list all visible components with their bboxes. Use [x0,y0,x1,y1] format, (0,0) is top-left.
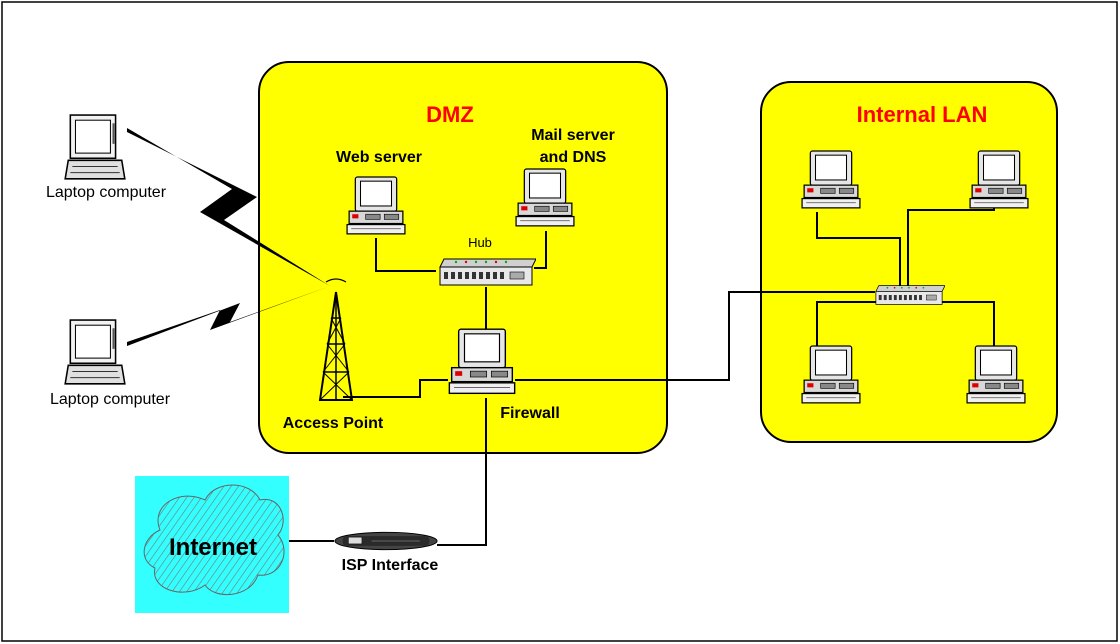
web-server-label: Web server [336,149,422,166]
internet-label: Internet [169,534,257,561]
laptop-icon [64,114,126,180]
laptop-bottom-label: Laptop computer [50,391,171,408]
link-access-point-firewall [343,379,448,398]
dmz-zone [258,61,668,454]
link-web-server-hub [375,238,436,272]
isp-interface-label: ISP Interface [342,557,439,574]
wireless-lightning-icon [127,286,330,346]
internal-lan-title: Internal LAN [857,102,988,127]
mail-server-label-line2: and DNS [540,149,607,166]
desktop-computer-icon [801,150,861,209]
dmz-title: DMZ [426,102,474,127]
laptop-icon [64,319,126,385]
firewall-label: Firewall [500,405,560,422]
cloud-icon [143,484,285,596]
desktop-computer-icon [448,328,516,395]
hub-icon [875,285,945,305]
link-firewall-isp [437,398,487,546]
link-lan-pc-top-left [816,212,901,287]
desktop-computer-icon [969,150,1029,209]
link-mail-server-hub [534,231,547,269]
desktop-computer-icon [346,176,406,235]
desktop-computer-icon [801,345,861,404]
desktop-computer-icon [966,345,1026,404]
antenna-tower-icon [318,278,354,401]
link-firewall-lan [515,291,875,381]
mail-server-label-line1: Mail server [531,127,615,144]
access-point-label: Access Point [283,415,384,432]
network-links [289,206,995,546]
hub-icon [439,258,536,286]
hub-label: Hub [468,235,492,250]
wireless-lightning-icon [127,128,330,286]
laptop-top-label: Laptop computer [46,184,167,201]
desktop-computer-icon [515,168,575,227]
modem-icon [334,531,438,551]
